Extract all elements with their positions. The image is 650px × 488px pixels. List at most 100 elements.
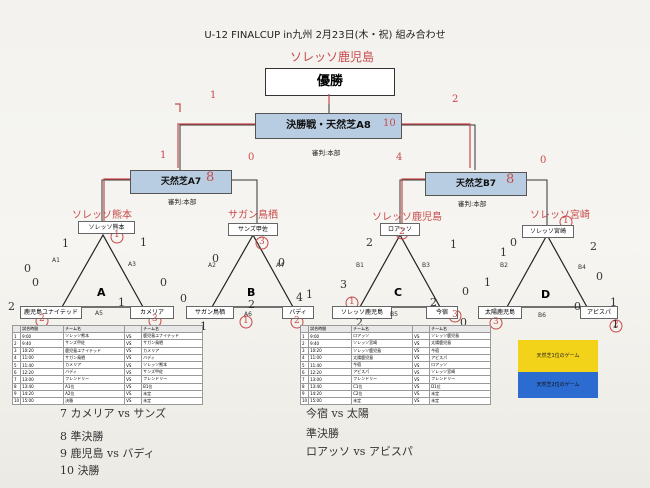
schedule-cell: VS <box>124 382 143 391</box>
schedule-cell: 11:00 <box>308 353 353 362</box>
schedule-cell: 3 <box>11 346 22 355</box>
schedule-cell: 12:20 <box>308 368 353 377</box>
group-c-right-rank: 3 <box>452 310 458 320</box>
final-match-box: 決勝戦・天然芝A8 <box>255 113 402 139</box>
schedule-cell: 5 <box>299 360 310 370</box>
handwritten-score: 2 <box>366 236 373 249</box>
handwritten-score: 0 <box>160 276 167 289</box>
schedule-cell: 鹿児島ユナイテッド <box>141 332 204 341</box>
schedule-header-cell: 試合時間 <box>20 324 65 334</box>
schedule-cell: 2 <box>11 339 22 348</box>
group-d-top-team: ソレッソ宮崎 <box>522 225 574 238</box>
schedule-cell: 7 <box>299 375 310 384</box>
schedule-cell: VS <box>412 389 431 398</box>
handwritten-score: 2 <box>590 240 597 253</box>
group-c-bottom: B5 <box>390 311 398 318</box>
group-a-top-team: ソレッソ熊本 <box>78 221 135 234</box>
schedule-cell: ロアッソ <box>429 360 492 370</box>
handwritten-score: 2 <box>8 300 15 313</box>
schedule-cell: 10:20 <box>308 346 353 355</box>
schedule-cell: 10 <box>299 396 310 406</box>
schedule-header-cell: チーム名 <box>63 324 126 334</box>
schedule-cell: 太陽鹿児島 <box>351 353 414 362</box>
schedule-header-row: 試合時間チーム名チーム名 <box>299 324 492 334</box>
schedule-cell: ソレッソ宮崎 <box>351 339 414 348</box>
schedule-cell: 未定 <box>141 389 204 398</box>
schedule-cell: ソレッソ鹿児島 <box>351 346 414 355</box>
group-c-triangle <box>358 233 442 308</box>
group-d-triangle <box>505 233 589 308</box>
group-c-hand-top: ソレッソ鹿児島 <box>372 212 442 223</box>
schedule-cell: 9:00 <box>20 332 65 341</box>
note-line-5: 今宿 vs 太陽 <box>306 407 369 420</box>
group-a-triangle <box>60 233 145 308</box>
schedule-cell: 9 <box>11 389 22 398</box>
group-c-letter: C <box>394 286 403 299</box>
semifinal-a-box: 天然芝A7 <box>130 170 232 194</box>
schedule-cell: ソレッソ熊本 <box>141 360 204 370</box>
group-b-right-team: バディ <box>282 306 314 319</box>
schedule-cell: VS <box>124 368 143 377</box>
group-d-hand-top: ソレッソ宮崎 <box>530 210 590 221</box>
schedule-cell: 10:20 <box>20 346 65 355</box>
group-d-side-left: B2 <box>500 262 508 269</box>
schedule-cell: VS <box>412 346 431 355</box>
group-d-left-rank: 3 <box>493 317 499 327</box>
schedule-cell: 15:00 <box>20 396 65 406</box>
handwritten-score: 2 <box>248 298 255 311</box>
group-c-side-left: B1 <box>356 262 364 269</box>
handwritten-score: 0 <box>32 276 39 289</box>
schedule-cell: 4 <box>299 353 310 362</box>
schedule-cell: フレンドリー <box>141 375 204 384</box>
champion-box: 優勝 <box>265 68 395 96</box>
schedule-cell: サンズ甲佐 <box>63 339 126 348</box>
schedule-cell: フレンドリー <box>351 375 414 384</box>
schedule-cell: サガン鳥栖 <box>63 353 126 362</box>
schedule-cell: ソレッソ鹿児島 <box>429 332 492 341</box>
note-line-6: 準決勝 <box>306 427 339 440</box>
schedule-cell: 12:20 <box>20 368 65 377</box>
group-b-triangle <box>210 233 295 308</box>
schedule-cell: 1 <box>11 332 22 341</box>
legend-yellow: 天然芝1位のゲーム <box>518 340 598 372</box>
handwritten-score: 0 <box>180 292 187 305</box>
handwritten-score: 1 <box>612 318 619 331</box>
handwritten-score: 1 <box>484 276 491 289</box>
schedule-cell: カメリア <box>63 360 126 370</box>
semifinal-a-hand-mark: 8 <box>206 170 215 185</box>
schedule-header-cell <box>299 324 310 334</box>
schedule-cell: VS <box>412 396 431 406</box>
schedule-cell: A1位 <box>63 382 126 391</box>
schedule-header-cell: チーム名 <box>141 324 204 334</box>
group-c-side-right: B3 <box>422 262 430 269</box>
schedule-cell: ロアッソ <box>351 332 414 341</box>
group-c-top-rank: 2 <box>399 227 405 237</box>
schedule-cell: バディ <box>63 368 126 377</box>
schedule-cell: VS <box>412 332 431 341</box>
group-b-top-team: サンズ甲佐 <box>228 223 278 236</box>
handwritten-score: 0 <box>574 300 581 313</box>
handwritten-score: 0 <box>212 252 219 265</box>
group-a-letter: A <box>97 286 106 299</box>
note-line-2: 8 準決勝 <box>60 430 104 443</box>
schedule-header-cell <box>412 324 431 334</box>
schedule-cell: 13:40 <box>20 382 65 391</box>
schedule-header-cell <box>124 324 143 334</box>
schedule-cell: VS <box>412 382 431 391</box>
group-d-bottom: B6 <box>538 312 546 319</box>
schedule-cell: 11:40 <box>308 360 353 370</box>
